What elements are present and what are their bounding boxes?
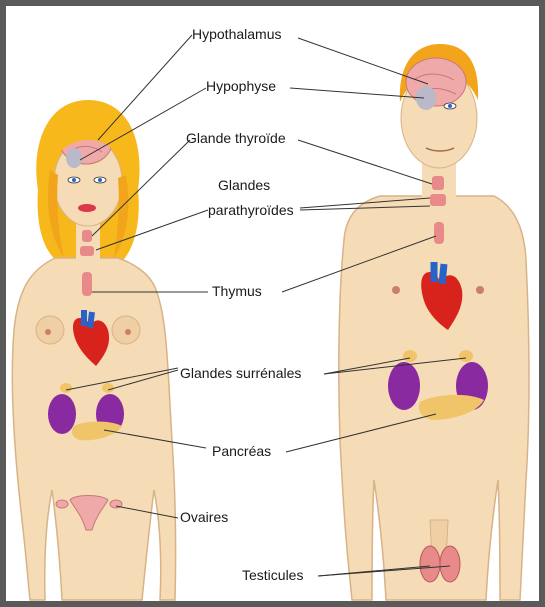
- label-thymus: Thymus: [212, 283, 262, 299]
- label-hypophyse: Hypophyse: [206, 78, 276, 94]
- label-hypothalamus: Hypothalamus: [192, 26, 282, 42]
- male-figure: [339, 44, 529, 600]
- female-figure: [12, 100, 175, 600]
- label-ovaires: Ovaires: [180, 509, 228, 525]
- label-testicules: Testicules: [242, 567, 303, 583]
- label-glandes-surrenales: Glandes surrénales: [180, 365, 301, 381]
- label-parathyroides: parathyroïdes: [208, 202, 294, 218]
- label-pancreas: Pancréas: [212, 443, 271, 459]
- label-glandes: Glandes: [218, 177, 270, 193]
- line-hypothalamus-female: [98, 35, 192, 140]
- labels: Hypothalamus Hypophyse Glande thyroïde G…: [180, 26, 303, 583]
- label-glande-thyroide: Glande thyroïde: [186, 130, 286, 146]
